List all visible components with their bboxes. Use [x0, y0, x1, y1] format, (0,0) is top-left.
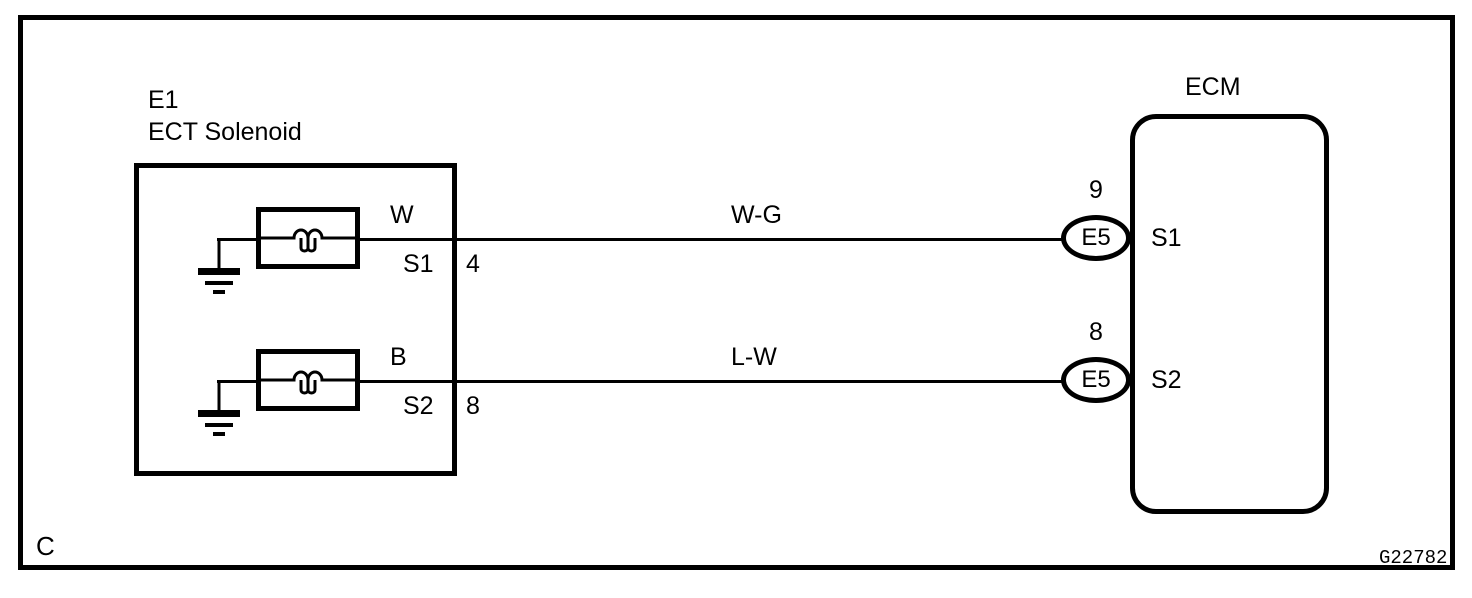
wire-color-s1: W-G: [731, 201, 782, 229]
figure-corner-marker: C: [36, 531, 55, 561]
solenoid-enclosure: [134, 163, 457, 476]
solenoid-terminal-s1: S1: [403, 250, 434, 278]
ecm-pin-s1: 9: [1089, 176, 1103, 204]
wire-color-s2: L-W: [731, 343, 777, 371]
solenoid-pin-s1: 4: [466, 250, 480, 278]
solenoid-coil-s1: [256, 207, 360, 269]
wire-ground-to-coil-s1: [217, 238, 259, 241]
ecm-terminal-s2: S2: [1151, 366, 1182, 394]
ecm-connector-oval-s2: E5: [1061, 357, 1131, 403]
coil-label-s1: W: [390, 201, 414, 229]
ground-symbol-s1: [190, 238, 248, 294]
ecm-name: ECM: [1185, 73, 1241, 101]
ground-symbol-s2: [190, 380, 248, 436]
solenoid-coil-s2: [256, 349, 360, 411]
wire-ground-to-coil-s2: [217, 380, 259, 383]
figure-code: G22782: [1379, 547, 1448, 569]
diagram-frame: [18, 15, 1455, 570]
ecm-terminal-s1: S1: [1151, 224, 1182, 252]
ecm-connector-oval-s1: E5: [1061, 215, 1131, 261]
ecm-pin-s2: 8: [1089, 318, 1103, 346]
solenoid-name: ECT Solenoid: [148, 118, 302, 146]
wire-s2-to-ecm: [358, 380, 1063, 383]
ecm-enclosure: [1130, 114, 1329, 514]
coil-label-s2: B: [390, 343, 407, 371]
solenoid-terminal-s2: S2: [403, 392, 434, 420]
solenoid-connector-id: E1: [148, 86, 179, 114]
wire-s1-to-ecm: [358, 238, 1063, 241]
solenoid-pin-s2: 8: [466, 392, 480, 420]
